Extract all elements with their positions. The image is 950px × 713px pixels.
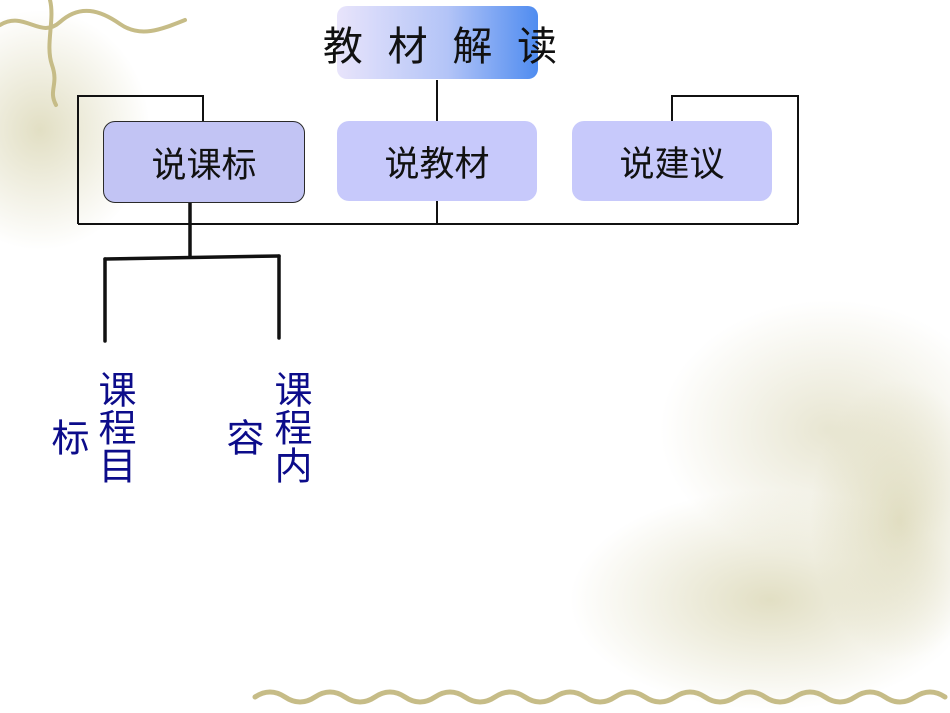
sub-item-content-col2: 容 bbox=[220, 418, 264, 456]
branch-box-standards: 说课标 bbox=[103, 121, 305, 203]
title-box bbox=[337, 6, 538, 79]
sub-item-content-col1: 课程内 bbox=[268, 370, 312, 484]
vine-top bbox=[0, 8, 187, 34]
bottom-wavy-border bbox=[252, 689, 948, 705]
connector-right-bracket bbox=[671, 95, 799, 224]
sub-item-goals-col1: 课程目 bbox=[92, 370, 136, 484]
lotus-petal bbox=[810, 380, 950, 660]
vine-stem bbox=[47, 0, 58, 107]
branch-box-textbook: 说教材 bbox=[337, 121, 537, 201]
connector-sub-bar bbox=[103, 254, 281, 261]
branch-box-suggestions: 说建议 bbox=[572, 121, 772, 201]
sub-item-goals-col2: 标 bbox=[45, 418, 89, 456]
diagram-title: 教 材 解 读 bbox=[322, 24, 564, 70]
connector-left-bracket bbox=[77, 95, 204, 224]
